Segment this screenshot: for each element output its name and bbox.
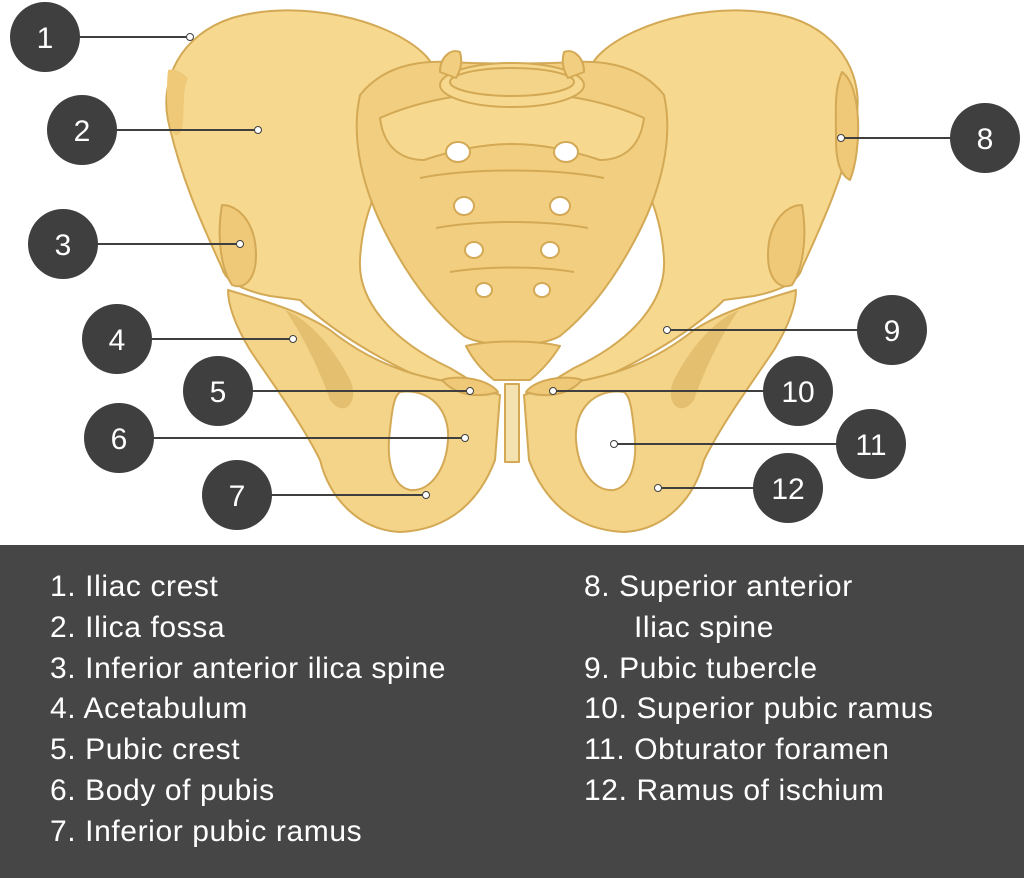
left-articular-process (439, 50, 463, 79)
sacral-foramen-3l (464, 241, 484, 259)
callout-badge-1 (10, 2, 80, 72)
right-obturator-foramen (574, 390, 637, 492)
left-obturator-foramen (387, 390, 450, 492)
leader-dot-11 (610, 440, 618, 448)
sacral-foramen-2r (549, 196, 571, 216)
callout-number-3: 3 (55, 229, 72, 262)
leader-dot-9 (663, 326, 671, 334)
right-articular-process (561, 50, 585, 79)
callout-number-7: 7 (229, 480, 246, 513)
legend-column-left: 1. Iliac crest 2. Ilica fossa 3. Inferio… (50, 567, 446, 853)
left-acetabulum-shadow (285, 310, 354, 409)
callout-badge-9 (857, 295, 927, 365)
leader-dot-5 (466, 387, 474, 395)
legend-item-1: 1. Iliac crest (50, 570, 219, 603)
callout-badge-3 (28, 209, 98, 279)
callout-badge-7 (202, 460, 272, 530)
callout-badge-10 (763, 356, 833, 426)
legend-item-10: 10. Superior pubic ramus (584, 692, 934, 726)
callout-number-2: 2 (74, 115, 91, 148)
right-iliac-crest-edge (834, 71, 860, 181)
leader-dot-12 (654, 484, 662, 492)
sacral-foramen-3r (540, 241, 560, 259)
callout-number-6: 6 (111, 423, 128, 456)
callout-number-12: 12 (771, 473, 804, 506)
legend-item-2: 2. Ilica fossa (50, 610, 226, 644)
callout-badge-2 (47, 95, 117, 165)
legend-item-8-continued: Iliac spine (634, 610, 775, 644)
sacral-ridge-1 (419, 169, 605, 179)
callout-number-5: 5 (210, 376, 227, 409)
callout-badge-6 (84, 403, 154, 473)
sacral-foramen-4l (475, 282, 493, 298)
legend-item-9: 9. Pubic tubercle (584, 651, 818, 685)
callout-number-11: 11 (855, 429, 886, 462)
sacral-foramen-1l (445, 141, 471, 163)
legend-item-11: 11. Obturator foramen (584, 733, 890, 767)
callout-badge-4 (82, 304, 152, 374)
legend-item-3: 3. Inferior anterior ilica spine (50, 651, 447, 685)
callout-number-10: 10 (781, 376, 814, 409)
callout-badge-11 (836, 409, 906, 479)
left-iliac-crest-edge (166, 69, 188, 136)
callout-badge-8 (950, 103, 1020, 173)
pelvis-illustration (165, 9, 860, 533)
leader-dot-6 (461, 434, 469, 442)
coccyx (465, 340, 561, 381)
leader-dot-10 (549, 387, 557, 395)
leader-dot-7 (422, 491, 430, 499)
legend-item-5: 5. Pubic crest (50, 733, 241, 767)
callout-number-8: 8 (977, 123, 994, 156)
legend-item-4: 4. Acetabulum (50, 692, 248, 726)
l5-vertebra-disc (449, 67, 575, 97)
legend-item-12: 12. Ramus of ischium (584, 773, 885, 807)
legend-column-right: 8. Superior anterior Iliac spine 9. Pubi… (584, 567, 934, 812)
leader-dot-4 (289, 335, 297, 343)
sacral-foramen-4r (533, 282, 551, 298)
legend-item-7: 7. Inferior pubic ramus (50, 814, 363, 848)
leader-dot-3 (236, 240, 244, 248)
sacral-foramen-2l (453, 196, 475, 216)
right-iliac-spine-knob (767, 204, 806, 288)
pubic-symphysis (504, 383, 520, 463)
right-acetabulum-shadow (670, 310, 739, 409)
callout-badge-5 (183, 356, 253, 426)
callout-number-9: 9 (884, 315, 901, 348)
sacral-ridge-2 (435, 221, 589, 229)
leader-dot-8 (837, 134, 845, 142)
callout-badge-12 (753, 453, 823, 523)
leader-dot-1 (186, 33, 194, 41)
sacral-ridge-3 (449, 266, 575, 273)
legend-item-6: 6. Body of pubis (50, 773, 275, 807)
callout-number-1: 1 (37, 22, 54, 55)
leader-dot-2 (254, 126, 262, 134)
callout-number-4: 4 (109, 324, 126, 357)
sacral-foramen-1r (553, 141, 579, 163)
legend-item-8: 8. Superior anterior (584, 570, 853, 603)
legend-panel: 1. Iliac crest 2. Ilica fossa 3. Inferio… (0, 545, 1024, 878)
